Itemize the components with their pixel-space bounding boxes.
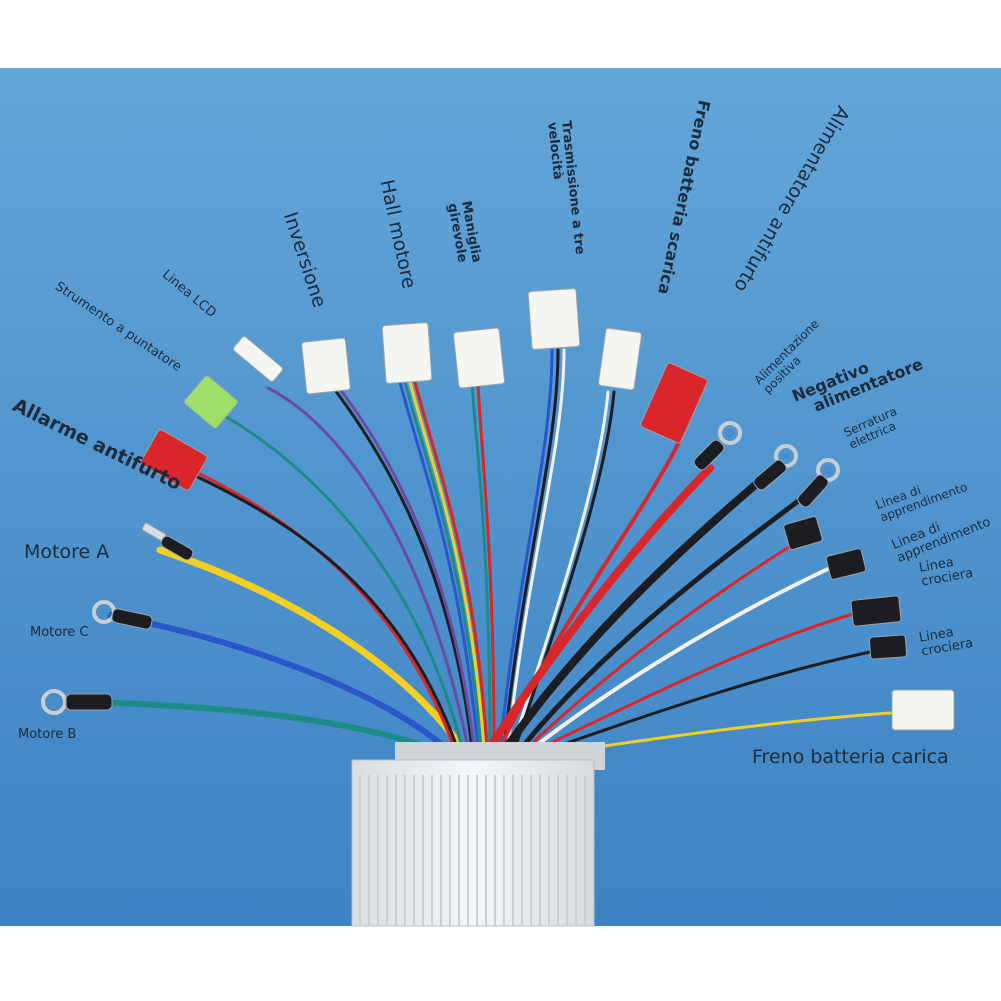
wire-crociera-black — [534, 648, 882, 756]
wire-hall-blue — [398, 380, 480, 750]
terminal-serratura-hole — [823, 465, 833, 475]
connector-hall-motore — [381, 322, 433, 384]
wire-serratura-black — [517, 489, 813, 753]
connector-strumento-puntatore — [184, 375, 238, 429]
terminal-motore-b-hole — [48, 696, 60, 708]
connector-maniglia-girevole — [452, 327, 506, 389]
wire-maniglia-green — [470, 383, 492, 750]
connector-trasmissione — [527, 288, 581, 350]
wire-trasmissione-blue — [498, 348, 554, 750]
controller-housing — [351, 742, 605, 927]
wire-crociera-red — [530, 610, 862, 754]
wire-hall-green — [403, 380, 483, 750]
sleeve-motore-a — [160, 535, 194, 561]
wire-inversione-black — [333, 388, 474, 750]
terminal-negativo-hole — [781, 451, 791, 461]
connector-inversione — [301, 337, 351, 395]
wire-strumento-teal — [216, 410, 464, 750]
wire-inversione-purple — [340, 390, 476, 750]
wire-bundle — [77, 348, 907, 758]
connector-alimentatore-antifurto — [640, 362, 708, 444]
wire-trasmissione-white — [506, 348, 566, 750]
label-motore-a: Motore A — [24, 541, 110, 563]
wire-negativo-black — [501, 464, 779, 754]
sleeve-negativo — [753, 459, 787, 491]
terminal-alim-positiva — [718, 421, 742, 445]
connector-apprendimento-1 — [783, 516, 823, 550]
connector-allarme-antifurto — [140, 429, 208, 491]
wire-apprendimento-white — [526, 566, 832, 754]
connector-apprendimento-2 — [825, 548, 867, 580]
wire-apprendimento-red — [523, 538, 802, 752]
terminal-motore-c-hole — [99, 607, 109, 617]
sleeve-motore-b — [65, 693, 113, 711]
label-motore-b: Motore B — [18, 727, 77, 742]
terminal-alim-positiva-hole — [725, 428, 735, 438]
connector-crociera-1 — [850, 595, 902, 627]
label-motore-c: Motore C — [30, 625, 89, 640]
wire-hall-yellow — [408, 380, 486, 750]
sleeve-serratura — [797, 474, 829, 508]
terminal-motore-b — [41, 689, 67, 715]
wire-motore-c-blue — [107, 612, 451, 753]
wire-maniglia-red — [476, 383, 496, 750]
connector-freno-scarica — [598, 327, 642, 391]
connector-set — [41, 288, 955, 731]
wire-allarme-black — [176, 466, 460, 752]
connector-linea-lcd — [233, 336, 283, 382]
label-freno-batteria-carica: Freno batteria carica — [752, 746, 949, 768]
wire-trasmissione-black — [502, 348, 560, 750]
wire-freno-scarica-black — [513, 390, 616, 750]
sleeve-motore-c — [111, 608, 153, 630]
wire-motore-a-yellow — [156, 546, 466, 752]
wire-hall-red — [413, 380, 489, 750]
wire-motore-b-green — [77, 699, 443, 755]
wire-lcd-purple — [266, 386, 470, 750]
sleeve-alim-positiva — [693, 439, 725, 471]
wire-alim-positiva-red — [484, 464, 714, 754]
connector-freno-carica — [891, 689, 955, 731]
connector-crociera-2 — [868, 634, 908, 660]
